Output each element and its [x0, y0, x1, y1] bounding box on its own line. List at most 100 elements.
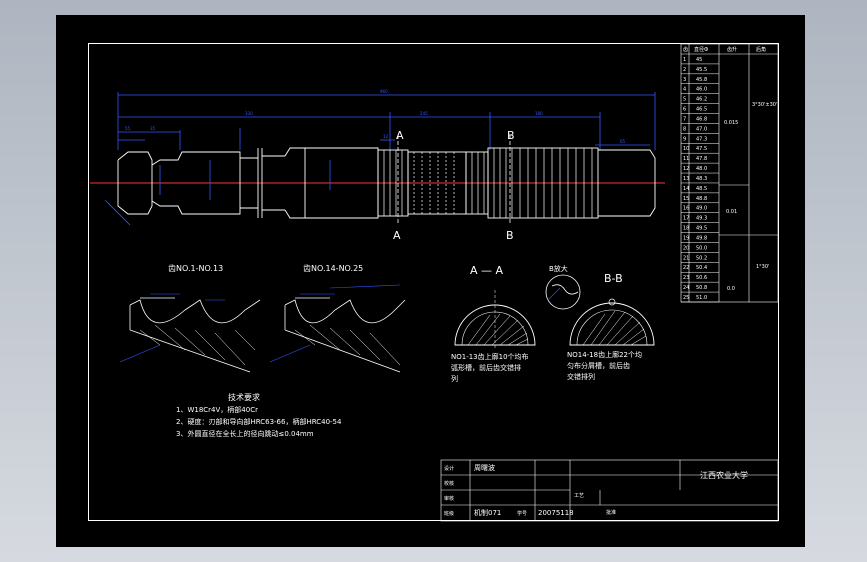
mark-b-top: B	[507, 129, 515, 142]
table-cell-tooth: 5	[683, 97, 686, 103]
tb-class-value: 机制071	[474, 508, 501, 517]
table-cell-tooth: 17	[683, 216, 689, 222]
section-bb-label: B-B	[604, 272, 623, 285]
angle-value-2: 1°30'	[756, 264, 769, 270]
table-cell-tooth: 21	[683, 255, 689, 261]
detail-b-view	[545, 274, 581, 310]
table-cell-diameter: 48.8	[696, 196, 707, 202]
tb-designer: 周曙波	[474, 463, 495, 472]
table-cell-diameter: 45	[696, 57, 702, 63]
table-cell-diameter: 50.8	[696, 285, 707, 291]
table-cell-diameter: 50.4	[696, 265, 707, 271]
angle-value-1: 3°30'±30'	[752, 102, 777, 108]
note-bb-line1: NO14-18齿上廓22个均	[567, 350, 642, 359]
table-cell-diameter: 51.0	[696, 295, 707, 301]
table-cell-diameter: 46.0	[696, 87, 707, 93]
rise-value-1: 0.015	[724, 120, 738, 126]
drawing-sheet	[56, 15, 805, 547]
section-cut-lines	[397, 135, 511, 225]
table-cell-diameter: 50.6	[696, 275, 707, 281]
table-cell-tooth: 19	[683, 235, 689, 241]
table-cell-tooth: 18	[683, 226, 689, 232]
tb-review-label: 审核	[444, 495, 454, 502]
table-cell-diameter: 46.5	[696, 107, 707, 113]
gear-dims-left	[119, 293, 225, 363]
table-cell-tooth: 22	[683, 265, 689, 271]
table-cell-diameter: 45.5	[696, 67, 707, 73]
section-aa-label: A — A	[470, 264, 504, 277]
rise-value-2: 0.01	[726, 209, 737, 215]
table-cell-tooth: 3	[683, 77, 686, 83]
table-header-diameter: 直径Ф	[694, 46, 709, 53]
tech-line-3: 3、外圆直径在全长上的径向跳动≤0.04mm	[176, 429, 314, 438]
table-header-rise: 齿升	[727, 46, 737, 53]
broach-outline	[117, 147, 656, 219]
table-cell-tooth: 4	[683, 87, 686, 93]
tb-check-label: 校核	[444, 480, 454, 487]
table-cell-tooth: 25	[683, 295, 689, 301]
tb-class-label: 班级	[444, 510, 454, 517]
table-cell-diameter: 47.5	[696, 146, 707, 152]
detail-b-label: B放大	[549, 264, 568, 273]
rise-value-3: 0.0	[727, 286, 735, 292]
table-cell-diameter: 47.8	[696, 156, 707, 162]
tb-designer-label: 设计	[444, 465, 454, 472]
svg-text:35: 35	[150, 126, 156, 131]
tech-line-2: 2、硬度：刃部和导向部HRC63-66，柄部HRC40-54	[176, 417, 342, 426]
tb-school: 江西农业大学	[700, 470, 748, 480]
table-cell-diameter: 49.5	[696, 226, 707, 232]
table-cell-diameter: 46.8	[696, 116, 707, 122]
table-cell-tooth: 16	[683, 206, 689, 212]
table-cell-diameter: 48.3	[696, 176, 707, 182]
gear-hatch-left	[139, 324, 256, 366]
note-aa-line2: 弧形槽，前后齿交错排	[451, 363, 521, 372]
note-aa-line1: NO1-13齿上廓10个均布	[451, 352, 529, 361]
table-cell-tooth: 20	[683, 245, 689, 251]
svg-text:960: 960	[380, 89, 388, 94]
table-cell-tooth: 8	[683, 126, 686, 132]
table-cell-tooth: 11	[683, 156, 689, 162]
tb-approve-label: 批准	[606, 509, 616, 516]
broach-teeth	[383, 148, 593, 218]
table-cell-diameter: 45.8	[696, 77, 707, 83]
note-aa-line3: 列	[451, 374, 458, 383]
svg-text:55: 55	[125, 126, 131, 131]
table-header-angle: 后角	[756, 46, 766, 53]
gear-left-label: 齿NO.1-NO.13	[168, 264, 223, 273]
svg-text:65: 65	[620, 139, 626, 144]
table-cell-diameter: 48.5	[696, 186, 707, 192]
table-cell-tooth: 13	[683, 176, 689, 182]
section-bb-view	[569, 298, 655, 346]
gear-hatch-right	[294, 324, 401, 366]
gear-right-label: 齿NO.14-NO.25	[303, 264, 363, 273]
table-cell-tooth: 1	[683, 57, 686, 63]
note-bb-line3: 交错排列	[567, 372, 595, 381]
table-cell-tooth: 10	[683, 146, 689, 152]
table-cell-tooth: 2	[683, 67, 686, 73]
table-cell-diameter: 47.0	[696, 126, 707, 132]
gear-dims-right	[269, 284, 401, 363]
table-cell-tooth: 6	[683, 107, 686, 113]
mark-a-top: A	[396, 129, 404, 142]
mark-b-bottom: B	[506, 229, 514, 242]
tb-id-label: 学号	[517, 510, 527, 517]
dimension-labels: 960 330 245 180 55 35 65 12	[125, 89, 626, 144]
gear-profile-left	[129, 297, 261, 373]
tech-title: 技术要求	[228, 392, 260, 402]
drawing-border	[88, 43, 779, 521]
table-cell-diameter: 46.2	[696, 97, 707, 103]
table-cell-tooth: 15	[683, 196, 689, 202]
tb-craft-label: 工艺	[574, 493, 584, 499]
title-block-grid	[440, 459, 779, 522]
dimension-lines	[104, 92, 656, 226]
svg-text:330: 330	[245, 111, 253, 116]
table-cell-diameter: 50.0	[696, 245, 707, 251]
gear-profile-right	[284, 297, 406, 373]
note-bb-line2: 匀布分屑槽，前后齿	[567, 361, 630, 370]
mark-a-bottom: A	[393, 229, 401, 242]
table-cell-diameter: 49.0	[696, 206, 707, 212]
table-cell-diameter: 47.3	[696, 136, 707, 142]
table-header-tooth: 齿	[683, 47, 688, 53]
table-cell-tooth: 7	[683, 116, 686, 122]
